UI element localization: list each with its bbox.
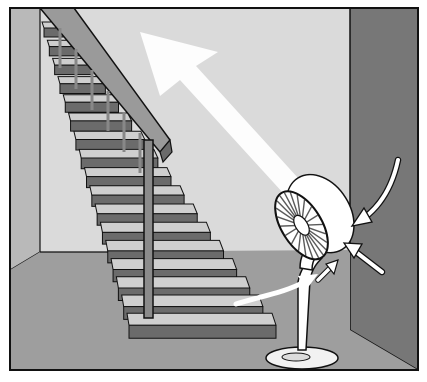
stair-tread bbox=[90, 186, 184, 195]
newel-post bbox=[144, 140, 153, 318]
left-wall bbox=[10, 8, 40, 270]
stair-tread bbox=[85, 168, 172, 177]
stair-tread bbox=[106, 240, 224, 251]
stair-tread bbox=[69, 113, 132, 121]
stair-tread bbox=[100, 222, 210, 232]
right-wall bbox=[350, 8, 418, 370]
stair-riser bbox=[71, 121, 132, 131]
fan-control-panel bbox=[282, 353, 310, 361]
stair-tread bbox=[116, 277, 249, 288]
stair-riser bbox=[129, 325, 276, 338]
stair-tread bbox=[74, 131, 145, 139]
stair-riser bbox=[60, 84, 105, 94]
stair-riser bbox=[76, 139, 145, 150]
stair-tread bbox=[111, 259, 237, 270]
